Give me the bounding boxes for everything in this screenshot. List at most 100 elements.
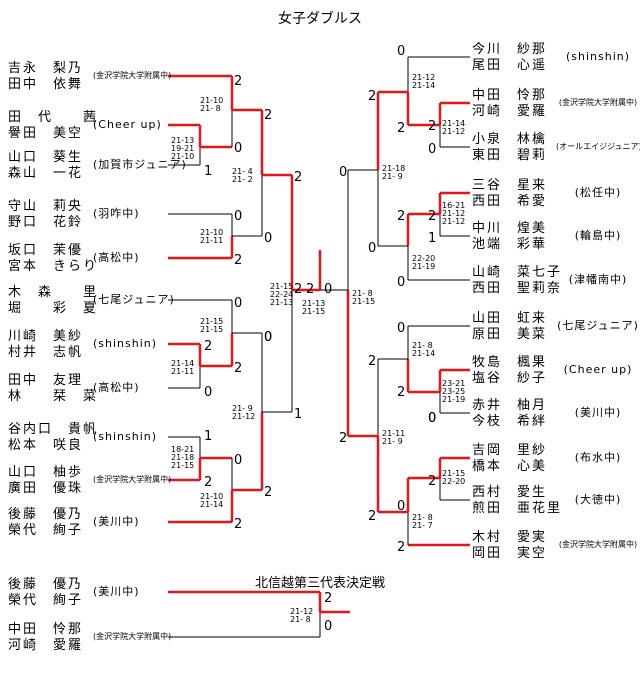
game-score-gr6c: 2 bbox=[428, 474, 437, 489]
set-scores-L10: 21-10 21-14 bbox=[200, 492, 224, 509]
player-name: 東田 碧莉 bbox=[472, 148, 548, 163]
player-name: 塩谷 紗子 bbox=[472, 371, 548, 386]
set-scores-R5: 22-20 21-19 bbox=[412, 254, 436, 271]
game-score-gr6d: 2 bbox=[368, 509, 377, 524]
player-name: 赤井 柚月 bbox=[472, 398, 548, 413]
team-name: (高松中) bbox=[93, 251, 140, 264]
game-score-gl6a: 0 bbox=[264, 330, 273, 345]
player-name: 譽田 美空 bbox=[8, 126, 84, 141]
player-name: 岡田 実空 bbox=[472, 546, 548, 561]
game-score-gl7a: 2 bbox=[234, 361, 243, 376]
game-score-gl5b: 0 bbox=[234, 296, 243, 311]
game-score-gl8a: 1 bbox=[294, 407, 303, 422]
game-score-gp1: 2 bbox=[324, 591, 333, 606]
team-name: (金沢学院大学附属中) bbox=[93, 71, 172, 80]
game-score-gr2a: 2 bbox=[368, 89, 377, 104]
team-name: (美川中) bbox=[93, 585, 140, 598]
team-name: (大徳中) bbox=[574, 493, 622, 506]
set-scores-L4: 21-10 21-11 bbox=[200, 228, 224, 245]
team-name: (七尾ジュニア) bbox=[557, 319, 639, 332]
team-name: (金沢学院大学附属中) bbox=[93, 632, 172, 641]
player-name: 中田 怜那 bbox=[472, 88, 548, 103]
set-scores-L6: 21-15 21-15 bbox=[200, 317, 224, 334]
game-score-gl4b: 2 bbox=[234, 253, 243, 268]
team-name: (布水中) bbox=[574, 451, 622, 464]
game-score-gl9b: 2 bbox=[234, 517, 243, 532]
player-name: 木村 愛実 bbox=[472, 530, 548, 545]
team-name: (輪島中) bbox=[574, 229, 622, 242]
set-scores-R6: 21- 8 21-15 bbox=[352, 289, 376, 306]
game-score-gr2b: 0 bbox=[339, 165, 348, 180]
player-name: 池端 彩華 bbox=[472, 237, 548, 252]
game-score-gl6b: 0 bbox=[204, 385, 213, 400]
game-score-gr1b: 2 bbox=[397, 121, 406, 136]
game-score-gl3a: 2 bbox=[294, 170, 303, 185]
player-name: 坂口 茉優 bbox=[8, 243, 84, 258]
game-score-gr5c: 2 bbox=[397, 385, 406, 400]
player-name: 橋本 心美 bbox=[472, 459, 548, 474]
player-name: 煎田 亜花里 bbox=[472, 501, 563, 516]
player-name: 谷内口 貴帆 bbox=[8, 422, 99, 437]
team-name: (七尾ジュニア) bbox=[93, 293, 175, 306]
game-score-gl3b: 0 bbox=[264, 231, 273, 246]
game-score-gr6e: 2 bbox=[397, 540, 406, 555]
game-score-gr5b: 0 bbox=[428, 411, 437, 426]
player-name: 中田 怜那 bbox=[8, 622, 84, 637]
player-name: 林 栞 菜 bbox=[8, 389, 99, 404]
set-scores-R2: 21-14 21-12 bbox=[442, 119, 466, 136]
game-score-gr4b: 0 bbox=[397, 321, 406, 336]
player-name: 田中 友理 bbox=[8, 373, 84, 388]
team-name: (Cheer up) bbox=[93, 118, 162, 131]
team-name: (美川中) bbox=[93, 515, 140, 528]
game-score-gr6a: 2 bbox=[339, 431, 348, 446]
set-scores-R11: 21- 8 21- 7 bbox=[412, 513, 433, 530]
game-score-gl9a: 2 bbox=[264, 485, 273, 500]
game-score-gf1: 2 bbox=[306, 282, 315, 297]
player-name: 宮本 きらり bbox=[8, 259, 99, 274]
player-name: 川崎 美紗 bbox=[8, 329, 84, 344]
game-score-gl8d: 2 bbox=[204, 475, 213, 490]
team-name: (オールエイジジュニア) bbox=[556, 142, 640, 151]
player-name: 榮代 絢子 bbox=[8, 523, 84, 538]
player-name: 田 代 茜 bbox=[8, 110, 99, 125]
game-score-gl8c: 0 bbox=[234, 453, 243, 468]
game-score-gr3c: 0 bbox=[368, 241, 377, 256]
set-scores-L5: 21-15 22-24 21-13 bbox=[270, 282, 294, 307]
game-score-gr2c: 2 bbox=[428, 119, 437, 134]
set-scores-L1: 21-10 21- 8 bbox=[200, 96, 224, 113]
game-score-gl7b: 0 bbox=[264, 330, 273, 345]
game-score-gl2a: 1 bbox=[204, 164, 213, 179]
game-score-gr6b: 0 bbox=[397, 499, 406, 514]
game-score-gl6c: 2 bbox=[204, 339, 213, 354]
player-name: 西田 聖莉奈 bbox=[472, 281, 563, 296]
player-name: 河崎 愛羅 bbox=[8, 638, 84, 653]
set-scores-R7: 21- 8 21-14 bbox=[412, 341, 436, 358]
page-title: 女子ダブルス bbox=[278, 11, 362, 27]
player-name: 森山 一花 bbox=[8, 166, 84, 181]
player-name: 今枝 希絆 bbox=[472, 414, 548, 429]
game-score-gf2: 0 bbox=[324, 282, 333, 297]
game-score-gr1a: 0 bbox=[397, 44, 406, 59]
set-scores-L2: 21-13 19-21 21-10 bbox=[171, 136, 195, 161]
player-name: 原田 美菜 bbox=[472, 327, 548, 342]
player-name: 河崎 愛羅 bbox=[472, 104, 548, 119]
player-name: 尾田 心遥 bbox=[472, 58, 548, 73]
set-scores-F: 21-13 21-15 bbox=[302, 299, 326, 316]
team-name: (金沢学院大学附属中) bbox=[93, 475, 172, 484]
player-name: 堀 彩 夏 bbox=[8, 301, 99, 316]
set-scores-R3: 21-18 21- 9 bbox=[382, 164, 406, 181]
set-scores-R10: 21-15 22-20 bbox=[442, 469, 466, 486]
player-name: 村井 志帆 bbox=[8, 345, 84, 360]
set-scores-R9: 21-11 21- 9 bbox=[382, 429, 406, 446]
team-name: (金沢学院大学附属中) bbox=[558, 98, 638, 107]
game-score-gl1c: 0 bbox=[234, 141, 243, 156]
player-name: 山口 柚歩 bbox=[8, 465, 84, 480]
set-scores-R1: 21-12 21-14 bbox=[412, 73, 436, 90]
game-score-gp2: 0 bbox=[324, 619, 333, 634]
team-name: (羽咋中) bbox=[93, 207, 140, 220]
team-name: (津幡南中) bbox=[568, 273, 628, 286]
player-name: 小泉 林檎 bbox=[472, 132, 548, 147]
player-name: 吉永 梨乃 bbox=[8, 61, 84, 76]
